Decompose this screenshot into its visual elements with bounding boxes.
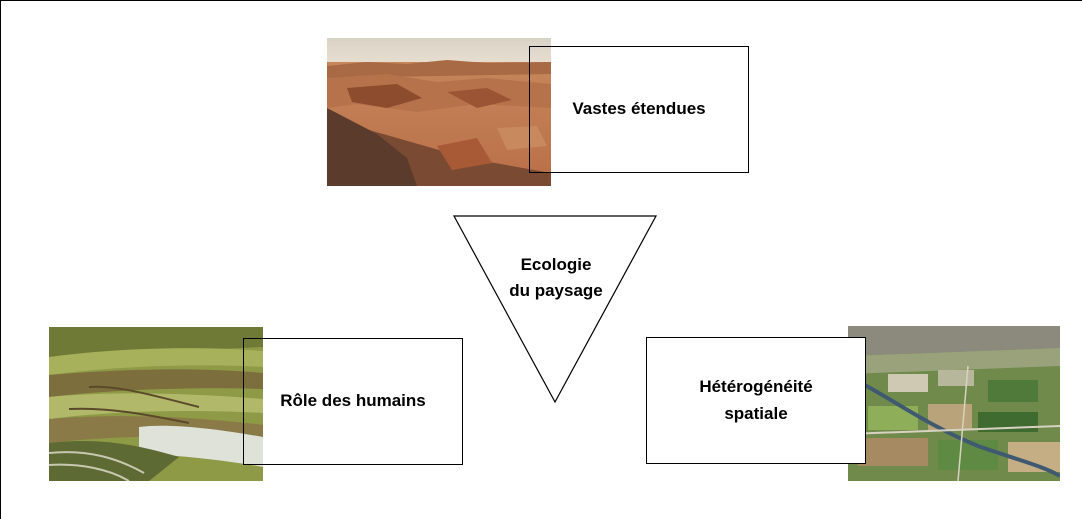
aerial-farmland-photo-icon (848, 326, 1060, 481)
topic-label-heterogeneite-spatiale: Hétérogénéité spatiale (699, 374, 812, 427)
topic-box-heterogeneite-spatiale: Hétérogénéité spatiale (646, 337, 866, 464)
center-label-line2: du paysage (509, 281, 603, 301)
center-label: Ecologie du paysage (500, 252, 612, 305)
topic-box-vastes-etendues: Vastes étendues (529, 46, 749, 173)
topic-label-line2: spatiale (724, 403, 788, 423)
frame-left-border (0, 0, 1, 519)
rice-terraces-photo-icon (49, 327, 263, 481)
center-label-line1: Ecologie (520, 255, 592, 274)
topic-label-role-des-humains: Rôle des humains (280, 391, 426, 411)
topic-label-vastes-etendues: Vastes étendues (572, 99, 706, 119)
desert-canyon-photo-icon (327, 38, 551, 186)
center-triangle (452, 215, 658, 404)
topic-label-line1: Hétérogénéité (699, 377, 813, 397)
topic-box-role-des-humains: Rôle des humains (243, 338, 463, 465)
frame-top-border (0, 0, 1082, 1)
